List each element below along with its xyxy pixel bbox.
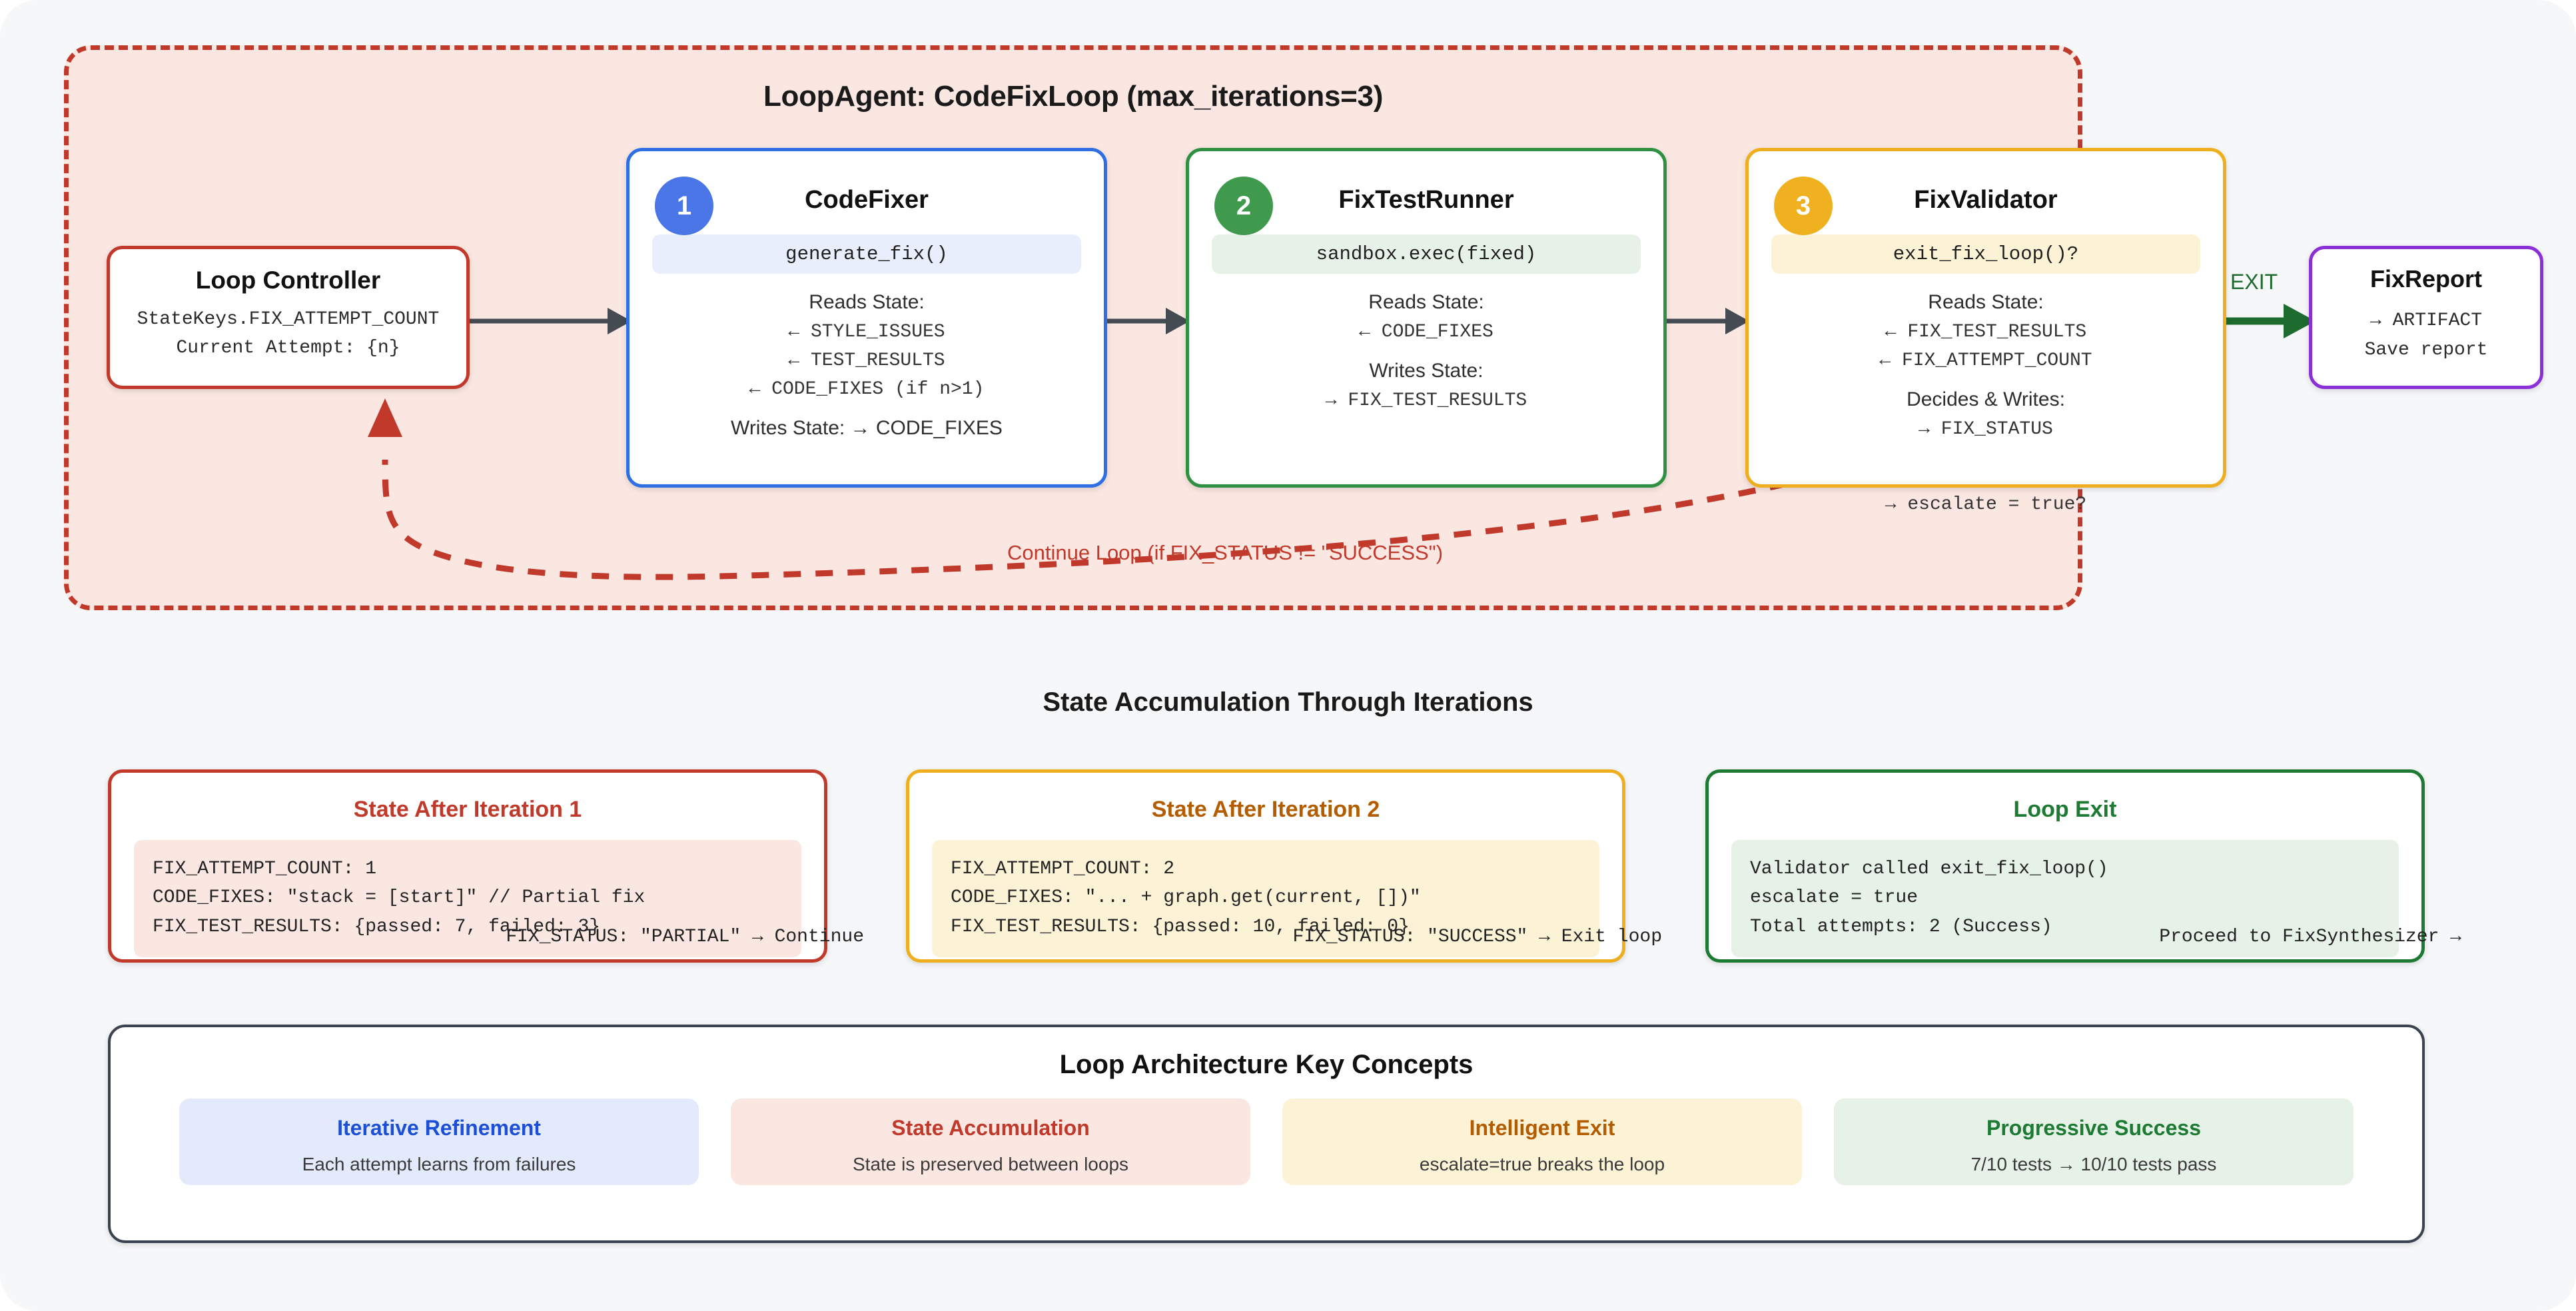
node-codefixer-reads-heading: Reads State: xyxy=(809,291,925,313)
state-card-3-title: Loop Exit xyxy=(2013,797,2117,822)
node-fixtestrunner-title: FixTestRunner xyxy=(1338,186,1514,214)
concept-3-desc: 7/10 tests → 10/10 tests pass xyxy=(1970,1154,2217,1174)
concept-2-desc: escalate=true breaks the loop xyxy=(1419,1154,1665,1174)
node-fixtestrunner-method-chip: sandbox.exec(fixed) xyxy=(1212,234,1641,274)
node-codefixer-read-1: ← TEST_RESULTS xyxy=(788,350,945,371)
key-concepts-row: Iterative Refinement Each attempt learns… xyxy=(111,1098,2422,1185)
connector-validator-to-fixreport xyxy=(2225,304,2316,338)
state-card-1-line-1: CODE_FIXES: "stack = [start]" // Partial… xyxy=(153,887,645,909)
concept-iterative-refinement[interactable]: Iterative Refinement Each attempt learns… xyxy=(179,1098,699,1185)
node-fixvalidator-reads-heading: Reads State: xyxy=(1928,291,2044,313)
concept-state-accumulation[interactable]: State Accumulation State is preserved be… xyxy=(731,1098,1250,1185)
node-fixvalidator-method-chip: exit_fix_loop()? xyxy=(1771,234,2200,274)
concept-1-title: State Accumulation xyxy=(891,1116,1090,1140)
loop-controller-title: Loop Controller xyxy=(195,266,381,294)
loop-title: LoopAgent: CodeFixLoop (max_iterations=3… xyxy=(763,80,1384,113)
state-card-1-footer: FIX_STATUS: "PARTIAL" → Continue xyxy=(506,927,864,947)
node-fixvalidator-write-0: → FIX_STATUS xyxy=(1919,419,2053,440)
concept-progressive-success[interactable]: Progressive Success 7/10 tests → 10/10 t… xyxy=(1834,1098,2354,1185)
node-codefixer-read-0: ← STYLE_ISSUES xyxy=(788,322,945,342)
state-card-iteration-1[interactable]: State After Iteration 1 FIX_ATTEMPT_COUN… xyxy=(108,769,864,963)
state-card-3-line-2: Total attempts: 2 (Success) xyxy=(1750,916,2052,937)
node-fixreport-artifact: → ARTIFACT xyxy=(2369,310,2483,331)
state-card-2-title: State After Iteration 2 xyxy=(1151,797,1380,822)
state-card-2-line-2: FIX_TEST_RESULTS: {passed: 10, failed: 0… xyxy=(951,916,1410,937)
node-codefixer-method-chip: generate_fix() xyxy=(652,234,1081,274)
state-card-1-title: State After Iteration 1 xyxy=(353,797,582,822)
loop-controller-attempt: Current Attempt: {n} xyxy=(176,338,400,358)
state-card-2-line-1: CODE_FIXES: "... + graph.get(current, []… xyxy=(951,887,1421,909)
concept-0-title: Iterative Refinement xyxy=(337,1116,541,1140)
concept-0-desc: Each attempt learns from failures xyxy=(302,1154,576,1174)
step-badge-3: 3 xyxy=(1774,177,1833,235)
state-card-2-code: FIX_ATTEMPT_COUNT: 2 CODE_FIXES: "... + … xyxy=(932,840,1599,958)
node-fixreport[interactable]: FixReport → ARTIFACT Save report xyxy=(2309,246,2543,389)
node-fixreport-save: Save report xyxy=(2364,340,2488,360)
exit-label: EXIT xyxy=(2230,270,2278,294)
node-codefixer-writes: Writes State: → CODE_FIXES xyxy=(731,417,1003,439)
state-card-3-footer: Proceed to FixSynthesizer → xyxy=(2159,927,2461,947)
state-card-1-code: FIX_ATTEMPT_COUNT: 1 CODE_FIXES: "stack … xyxy=(134,840,801,958)
node-fixvalidator-writes-heading: Decides & Writes: xyxy=(1907,388,2065,410)
state-card-loop-exit[interactable]: Loop Exit Validator called exit_fix_loop… xyxy=(1705,769,2461,963)
state-card-2-line-0: FIX_ATTEMPT_COUNT: 2 xyxy=(951,859,1175,879)
concept-3-title: Progressive Success xyxy=(1986,1116,2201,1140)
step-badge-2: 2 xyxy=(1214,177,1273,235)
concept-2-title: Intelligent Exit xyxy=(1469,1116,1615,1140)
node-fixvalidator-read-0: ← FIX_TEST_RESULTS xyxy=(1885,322,2087,342)
concept-1-desc: State is preserved between loops xyxy=(852,1154,1129,1174)
state-card-1-line-2: FIX_TEST_RESULTS: {passed: 7, failed: 3} xyxy=(153,916,601,937)
node-codefixer-title: CodeFixer xyxy=(805,186,929,214)
node-fixtestrunner-write-0: → FIX_TEST_RESULTS xyxy=(1325,390,1527,411)
node-fixvalidator[interactable]: 3 FixValidator exit_fix_loop()? Reads St… xyxy=(1745,148,2226,515)
node-fixtestrunner[interactable]: 2 FixTestRunner sandbox.exec(fixed) Read… xyxy=(1186,148,1667,488)
state-card-3-code: Validator called exit_fix_loop() escalat… xyxy=(1731,840,2399,958)
state-card-3-line-1: escalate = true xyxy=(1750,887,1919,909)
continue-loop-label: Continue Loop (if FIX_STATUS != "SUCCESS… xyxy=(1007,541,1444,564)
key-concepts-panel: Loop Architecture Key Concepts Iterative… xyxy=(108,1025,2425,1243)
key-concepts-title: Loop Architecture Key Concepts xyxy=(1059,1050,1474,1079)
node-codefixer-read-2: ← CODE_FIXES (if n>1) xyxy=(749,379,985,400)
loop-controller-statekey: StateKeys.FIX_ATTEMPT_COUNT xyxy=(137,309,440,330)
step-badge-1: 1 xyxy=(655,177,713,235)
node-codefixer[interactable]: 1 CodeFixer generate_fix() Reads State: … xyxy=(626,148,1107,488)
state-section-heading: State Accumulation Through Iterations xyxy=(1043,687,1533,717)
node-fixvalidator-read-1: ← FIX_ATTEMPT_COUNT xyxy=(1879,350,2092,371)
node-fixtestrunner-writes-heading: Writes State: xyxy=(1369,360,1484,382)
concept-intelligent-exit[interactable]: Intelligent Exit escalate=true breaks th… xyxy=(1282,1098,1802,1185)
state-card-1-line-0: FIX_ATTEMPT_COUNT: 1 xyxy=(153,859,377,879)
node-fixvalidator-escalate-note: → escalate = true? xyxy=(1885,494,2087,515)
state-card-iteration-2[interactable]: State After Iteration 2 FIX_ATTEMPT_COUN… xyxy=(906,769,1662,963)
loop-controller-node[interactable]: Loop Controller StateKeys.FIX_ATTEMPT_CO… xyxy=(107,246,470,389)
node-fixtestrunner-reads-heading: Reads State: xyxy=(1368,291,1484,313)
state-card-3-line-0: Validator called exit_fix_loop() xyxy=(1750,859,2108,879)
node-fixtestrunner-read-0: ← CODE_FIXES xyxy=(1359,322,1494,342)
state-card-2-footer: FIX_STATUS: "SUCCESS" → Exit loop xyxy=(1292,927,1663,947)
node-fixvalidator-title: FixValidator xyxy=(1914,186,2058,214)
node-fixreport-title: FixReport xyxy=(2369,265,2482,292)
